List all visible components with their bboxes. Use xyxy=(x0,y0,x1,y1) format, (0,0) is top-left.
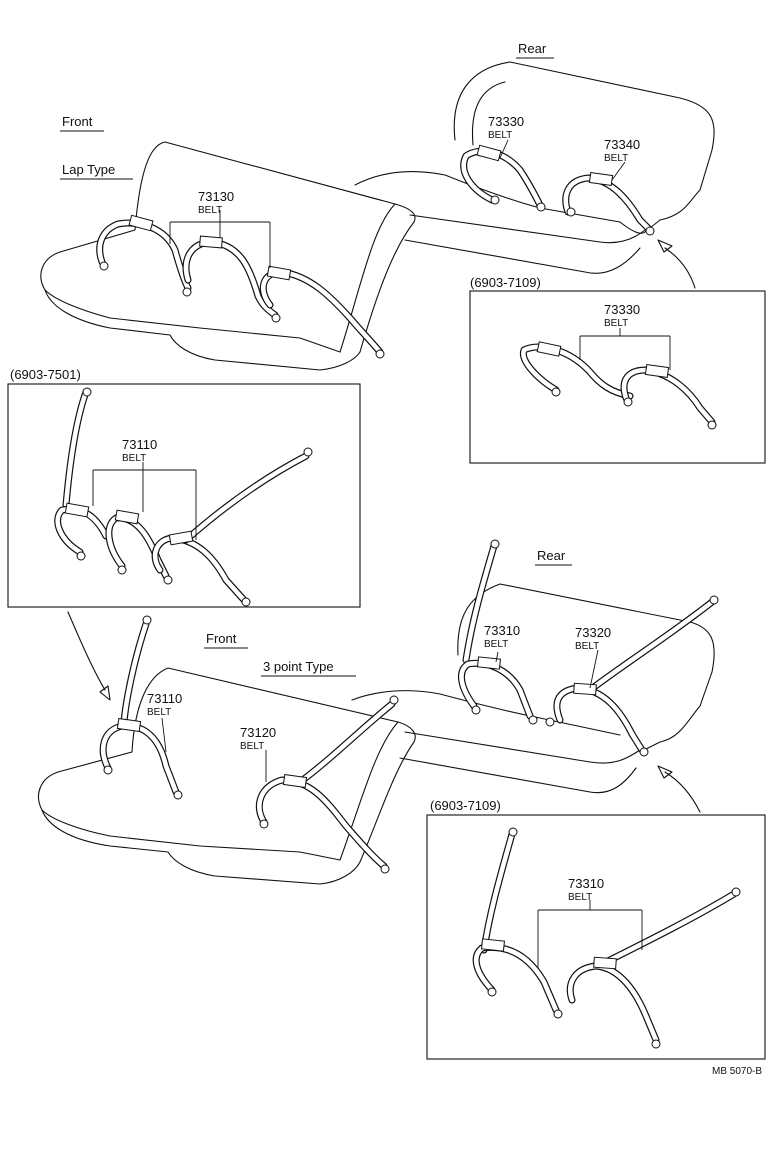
three-point-type-label: 3 point Type xyxy=(263,659,334,674)
leader-73330-top xyxy=(499,139,509,159)
part-number-73120: 73120 xyxy=(240,725,276,740)
leader-73110-front xyxy=(161,717,167,753)
part-name-73130: BELT xyxy=(198,205,222,216)
part-name-73310-rear: BELT xyxy=(484,639,508,650)
part-number-73330-top: 73330 xyxy=(488,114,524,129)
belt-assembly-73330-73340 xyxy=(460,144,655,236)
part-name-73120: BELT xyxy=(240,741,264,752)
rear-label-top: Rear xyxy=(518,41,547,56)
part-number-73330-box: 73330 xyxy=(604,302,640,317)
part-number-73130: 73130 xyxy=(198,189,234,204)
arrow-to-3pt-front xyxy=(67,611,106,691)
part-name-73330-box: BELT xyxy=(604,318,628,329)
arrow-head xyxy=(657,239,673,253)
leader-73130 xyxy=(169,210,271,268)
part-name-73310-box: BELT xyxy=(568,892,592,903)
inset-front-lap-box xyxy=(7,383,361,608)
rear-seat-bottom xyxy=(351,583,715,794)
leader-73340 xyxy=(611,161,626,181)
inset-rear-3pt-belts xyxy=(472,827,741,1049)
inset-rear-lap-box xyxy=(469,290,766,464)
part-name-73340: BELT xyxy=(604,153,628,164)
part-number-73310-rear: 73310 xyxy=(484,623,520,638)
part-number-73110-box: 73110 xyxy=(122,437,157,452)
drawing-code: MB 5070-B xyxy=(712,1066,762,1077)
part-name-73110-box: BELT xyxy=(122,453,146,464)
front-seat-bottom xyxy=(38,667,416,885)
inset-code-front-lap: (6903-7501) xyxy=(10,367,81,382)
part-number-73110-front: 73110 xyxy=(147,691,182,706)
lap-type-label: Lap Type xyxy=(62,162,115,177)
inset-code-rear-lap: (6903-7109) xyxy=(470,275,541,290)
part-name-73330-top: BELT xyxy=(488,130,512,141)
front-label-top: Front xyxy=(62,114,93,129)
inset-code-rear-3pt: (6903-7109) xyxy=(430,798,501,813)
inset-rear-3pt-box xyxy=(426,814,766,1060)
part-name-73320: BELT xyxy=(575,641,599,652)
arrow-to-rear-3pt-inset xyxy=(664,771,701,813)
arrow-to-rear-inset xyxy=(664,247,696,289)
belt-assembly-73110-73120 xyxy=(99,615,399,874)
inset-rear-lap-belts xyxy=(519,341,717,430)
rear-label-bottom: Rear xyxy=(537,548,566,563)
front-label-bottom: Front xyxy=(206,631,237,646)
arrow-head-3 xyxy=(657,765,673,779)
leader-73310-box xyxy=(537,900,643,968)
part-number-73310-box: 73310 xyxy=(568,876,604,891)
leader-73330-box xyxy=(579,328,671,370)
part-number-73340: 73340 xyxy=(604,137,640,152)
leader-73310-rear xyxy=(495,651,499,663)
leader-73110-box xyxy=(92,462,197,540)
inset-front-belts xyxy=(54,387,313,607)
arrow-head-2 xyxy=(99,685,111,701)
belt-assembly-73130 xyxy=(96,214,385,359)
belt-assembly-73310-73320 xyxy=(457,539,719,757)
part-number-73320: 73320 xyxy=(575,625,611,640)
part-name-73110-front: BELT xyxy=(147,707,171,718)
leader-73320 xyxy=(589,649,599,689)
rear-seat-top xyxy=(354,61,715,274)
